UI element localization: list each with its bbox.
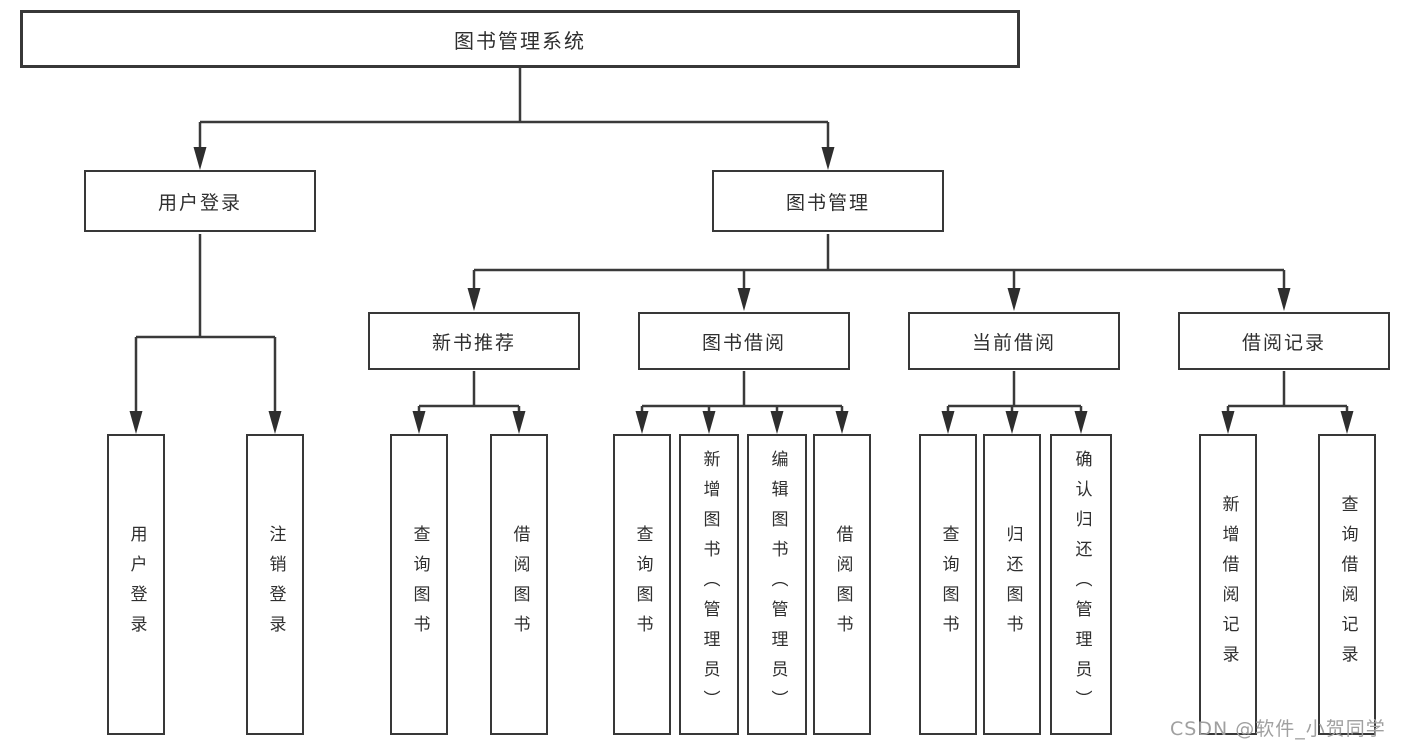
- leaf-borrow-book: 借阅图书: [813, 434, 871, 735]
- node-user-login: 用户登录: [84, 170, 316, 232]
- leaf-label: 查询借阅记录: [1337, 494, 1358, 675]
- arrowhead: [941, 411, 955, 434]
- leaf-logout: 注销登录: [246, 434, 304, 735]
- connector-book-borrow: [640, 371, 844, 413]
- node-label: 图书借阅: [701, 331, 786, 354]
- leaf-label: 查询图书: [632, 524, 653, 645]
- leaf-label: 查询图书: [938, 524, 959, 645]
- arrowhead: [770, 411, 784, 434]
- arrowhead: [467, 288, 481, 311]
- leaf-label: 用户登录: [126, 524, 147, 645]
- connector-current-borrow: [946, 371, 1083, 413]
- node-label: 用户登录: [157, 191, 242, 214]
- leaf-label: 注销登录: [265, 524, 286, 645]
- leaf-record-query: 查询借阅记录: [1318, 434, 1376, 735]
- arrowhead: [193, 147, 207, 170]
- node-label: 借阅记录: [1241, 331, 1326, 354]
- node-book-borrow: 图书借阅: [638, 312, 850, 370]
- arrowhead: [412, 411, 426, 434]
- arrowhead: [1340, 411, 1354, 434]
- node-borrow-record: 借阅记录: [1178, 312, 1390, 370]
- node-label: 当前借阅: [971, 331, 1056, 354]
- leaf-label: 借阅图书: [832, 524, 853, 645]
- node-new-book-recommend: 新书推荐: [368, 312, 580, 370]
- arrowhead: [1007, 288, 1021, 311]
- connector-new-book: [417, 371, 521, 413]
- arrowhead: [702, 411, 716, 434]
- node-library-system: 图书管理系统: [20, 10, 1020, 68]
- arrowhead: [512, 411, 526, 434]
- leaf-label: 新增图书（管理员）: [699, 449, 720, 720]
- leaf-user-login: 用户登录: [107, 434, 165, 735]
- arrowhead: [1221, 411, 1235, 434]
- connector-borrow-record: [1226, 371, 1349, 413]
- arrowhead: [635, 411, 649, 434]
- leaf-label: 确认归还（管理员）: [1071, 449, 1092, 720]
- leaf-record-add: 新增借阅记录: [1199, 434, 1257, 735]
- arrowhead: [1277, 288, 1291, 311]
- leaf-label: 归还图书: [1002, 524, 1023, 645]
- leaf-newbook-query: 查询图书: [390, 434, 448, 735]
- node-current-borrow: 当前借阅: [908, 312, 1120, 370]
- arrowhead: [835, 411, 849, 434]
- leaf-current-return: 归还图书: [983, 434, 1041, 735]
- arrowhead: [821, 147, 835, 170]
- leaf-current-query: 查询图书: [919, 434, 977, 735]
- leaf-label: 借阅图书: [509, 524, 530, 645]
- arrowhead: [1074, 411, 1088, 434]
- leaf-current-confirm-admin: 确认归还（管理员）: [1050, 434, 1112, 735]
- leaf-newbook-borrow: 借阅图书: [490, 434, 548, 735]
- node-book-management: 图书管理: [712, 170, 944, 232]
- connector-user-login: [134, 234, 277, 413]
- watermark: CSDN @软件_小贺同学: [1170, 718, 1386, 740]
- leaf-label: 编辑图书（管理员）: [767, 449, 788, 720]
- arrowhead: [268, 411, 282, 434]
- leaf-borrow-query: 查询图书: [613, 434, 671, 735]
- arrowhead: [1005, 411, 1019, 434]
- leaf-label: 新增借阅记录: [1218, 494, 1239, 675]
- arrowhead: [737, 288, 751, 311]
- node-label: 新书推荐: [431, 331, 516, 354]
- leaf-label: 查询图书: [409, 524, 430, 645]
- node-label: 图书管理系统: [454, 28, 586, 53]
- node-label: 图书管理: [785, 191, 870, 214]
- connector-book-mgmt: [472, 234, 1286, 291]
- connector-root: [198, 68, 830, 150]
- leaf-borrow-add-admin: 新增图书（管理员）: [679, 434, 739, 735]
- arrowhead: [129, 411, 143, 434]
- leaf-borrow-edit-admin: 编辑图书（管理员）: [747, 434, 807, 735]
